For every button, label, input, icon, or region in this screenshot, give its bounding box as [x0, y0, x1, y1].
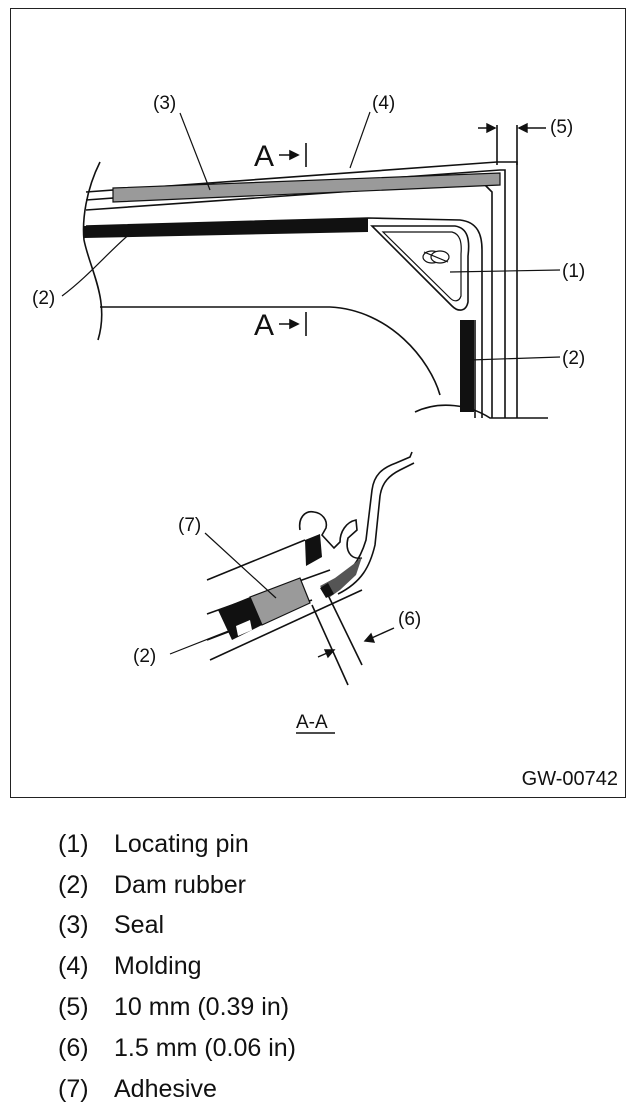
legend-number: (2) — [58, 870, 89, 899]
molding-top-line — [85, 161, 518, 418]
callout-2-left: (2) — [32, 288, 55, 309]
legend-text: Locating pin — [114, 829, 249, 858]
legend-number: (6) — [58, 1033, 89, 1062]
callout-7: (7) — [178, 515, 201, 536]
legend-text: Molding — [114, 952, 202, 981]
molding-lip — [305, 534, 322, 566]
figure-frame — [10, 8, 626, 798]
callout-3: (3) — [153, 93, 176, 114]
legend-list: (1) Locating pin (2) Dam rubber (3) Seal (4… — [58, 824, 296, 1110]
legend-item: (4) Molding — [58, 946, 296, 987]
callout-6: (6) — [398, 609, 421, 630]
legend-text: Dam rubber — [114, 870, 246, 899]
legend-text: 10 mm (0.39 in) — [114, 993, 290, 1022]
legend-number: (4) — [58, 952, 89, 981]
legend-number: (7) — [58, 1074, 89, 1103]
legend-item: (1) Locating pin — [58, 824, 296, 865]
locating-pin-icon — [422, 250, 450, 264]
legend-number: (5) — [58, 993, 89, 1022]
legend-item: (7) Adhesive — [58, 1069, 296, 1110]
legend-item: (6) 1.5 mm (0.06 in) — [58, 1028, 296, 1069]
dam-rubber-top — [84, 218, 368, 238]
body-outline — [82, 161, 103, 341]
windshield-diagram: A A (3) (4) (5) (1) (2) (2) — [32, 93, 585, 734]
legend-number: (3) — [58, 911, 89, 940]
figure-id: GW-00742 — [521, 768, 618, 790]
callout-1-upper: (1) — [562, 261, 585, 282]
callout-4: (4) — [372, 93, 395, 114]
legend-text: Adhesive — [114, 1074, 217, 1103]
section-label: A-A — [296, 712, 328, 733]
section-mark-top: A — [254, 140, 274, 173]
glass-edge-line — [85, 217, 483, 418]
dam-rubber-side — [460, 320, 474, 412]
callout-5: (5) — [550, 117, 573, 138]
callout-2-section: (2) — [133, 646, 156, 667]
callout-2-right: (2) — [562, 348, 585, 369]
legend-number: (1) — [58, 829, 89, 858]
legend-item: (2) Dam rubber — [58, 865, 296, 906]
molding-line-3 — [85, 181, 493, 418]
legend-text: 1.5 mm (0.06 in) — [114, 1033, 297, 1062]
section-view — [206, 451, 415, 686]
panel-gap — [320, 557, 362, 597]
legend-text: Seal — [114, 911, 165, 940]
body-lower-edge — [100, 306, 441, 396]
legend-item: (3) Seal — [58, 906, 296, 947]
body-corner-bottom — [414, 404, 548, 419]
legend-item: (5) 10 mm (0.39 in) — [58, 987, 296, 1028]
seal-strip — [112, 172, 501, 203]
section-mark-bottom: A — [254, 309, 274, 342]
